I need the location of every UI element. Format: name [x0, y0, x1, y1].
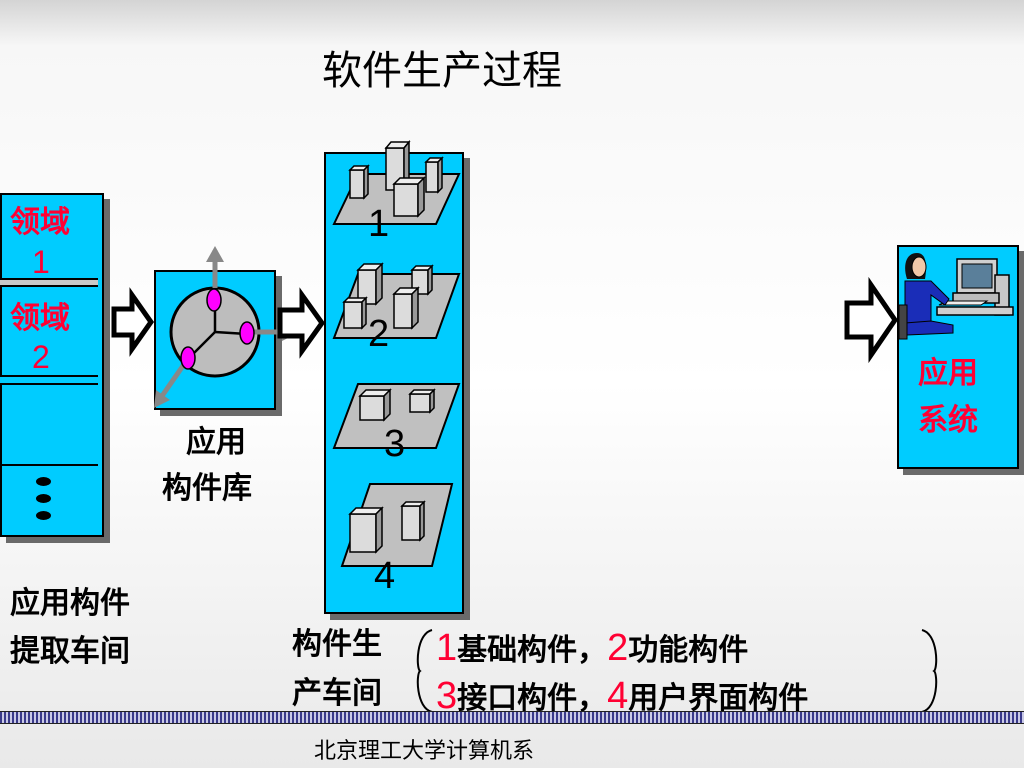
- type-functional: 功能构件: [628, 633, 749, 668]
- left-bracket: [416, 629, 433, 713]
- right-bracket: [921, 629, 938, 713]
- domain-1-number: 1: [32, 244, 50, 280]
- production-label-line2: 产车间: [292, 676, 382, 711]
- component-types-line2: 3接口构件，4用户界面构件: [436, 676, 808, 717]
- type-interface: 接口构件，: [457, 681, 608, 716]
- extract-label-line2: 提取车间: [10, 634, 130, 669]
- user-at-computer-icon: [898, 253, 1014, 340]
- page-title: 软件生产过程: [322, 48, 562, 94]
- domain-2-label: 领域: [10, 301, 70, 336]
- production-label-line1: 构件生: [292, 627, 382, 662]
- domain-separator: [0, 278, 98, 287]
- domain-separator: [0, 375, 98, 385]
- type-user-interface: 用户界面构件: [628, 681, 809, 716]
- ellipsis-dot: [36, 511, 51, 520]
- type-number-3: 3: [436, 675, 458, 717]
- component-types-line1: 1基础构件，2功能构件: [436, 628, 748, 669]
- type-number-1: 1: [436, 627, 458, 669]
- ellipsis-dot: [36, 477, 51, 486]
- hollow-arrow-2: [277, 287, 326, 359]
- footer-text: 北京理工大学计算机系: [314, 739, 535, 764]
- domain-column: 领域 1 领域 2: [0, 193, 104, 537]
- domain-separator: [0, 464, 98, 466]
- app-system-label-line2: 系统: [918, 403, 978, 438]
- domain-1-label: 领域: [10, 205, 70, 240]
- library-label-line2: 构件库: [162, 471, 252, 506]
- footer-divider: [0, 711, 1024, 724]
- hollow-arrow-1: [111, 287, 155, 357]
- hollow-arrow-3: [844, 276, 899, 364]
- extract-label-line1: 应用构件: [10, 586, 130, 621]
- type-basic: 基础构件，: [457, 633, 608, 668]
- type-number-2: 2: [607, 627, 629, 669]
- domain-2-number: 2: [32, 339, 50, 375]
- workshop-number-1: 1: [368, 203, 390, 245]
- component-library-icon: [154, 246, 300, 408]
- ellipsis-dot: [36, 494, 51, 503]
- workshop-number-2: 2: [368, 313, 390, 355]
- type-number-4: 4: [607, 675, 629, 717]
- library-label-line1: 应用: [186, 425, 246, 460]
- workshop-number-3: 3: [384, 423, 406, 465]
- workshop-number-4: 4: [374, 555, 396, 597]
- app-system-label-line1: 应用: [918, 356, 978, 391]
- workshop-buildings: [332, 139, 461, 567]
